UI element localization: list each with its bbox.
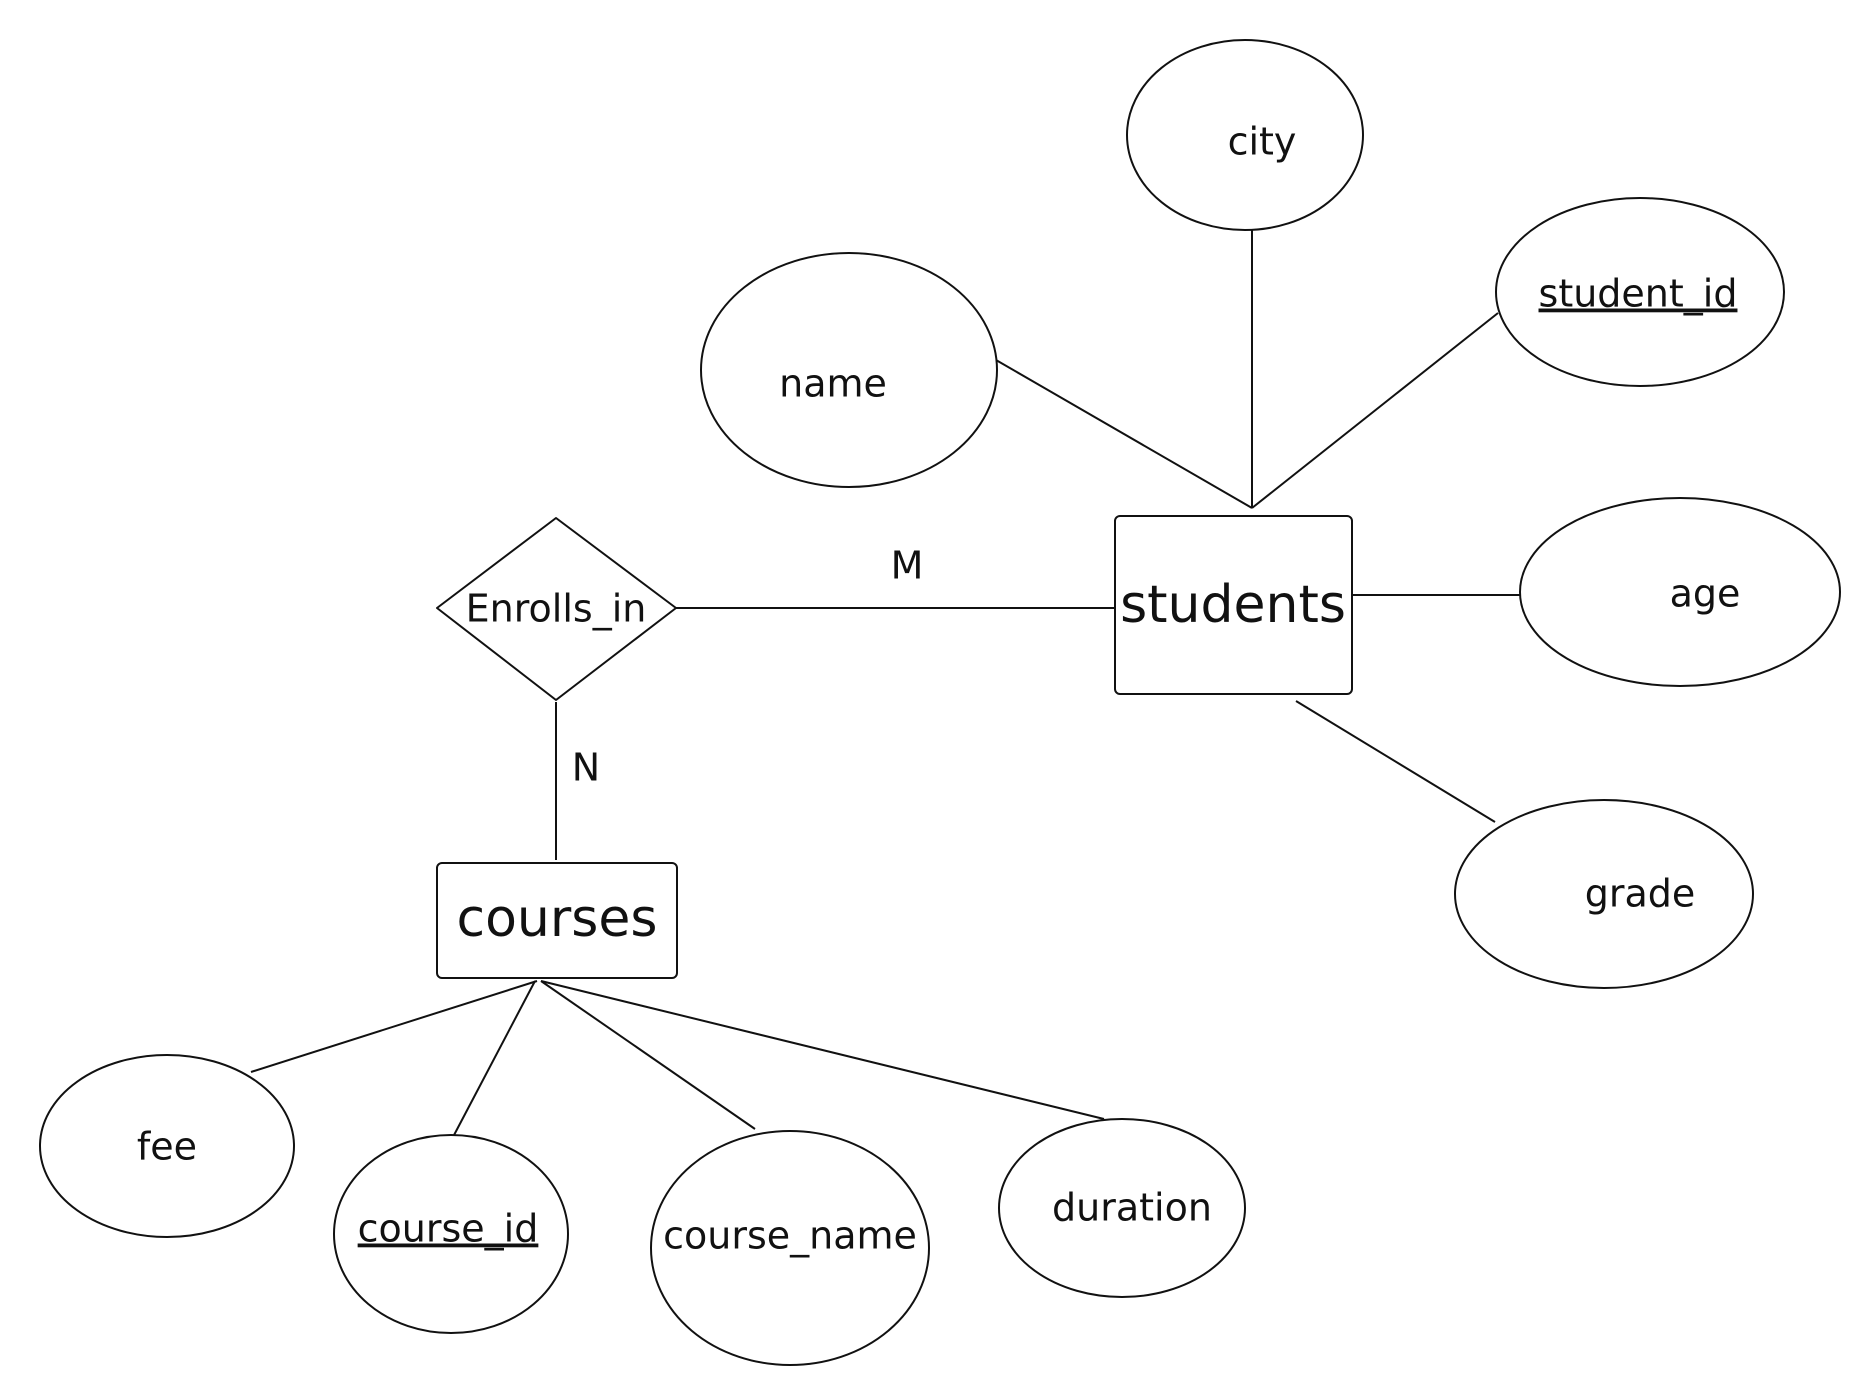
attribute-grade-label: grade — [1585, 872, 1696, 916]
attribute-course-name: course_name — [650, 1130, 930, 1366]
attribute-name-label: name — [779, 362, 887, 406]
entity-courses: courses — [436, 862, 678, 979]
attribute-city-label: city — [1228, 120, 1297, 164]
attribute-course-id-label: course_id — [358, 1207, 539, 1251]
attribute-age: age — [1519, 497, 1841, 687]
attribute-student-id: student_id — [1495, 197, 1785, 387]
relationship-enrolls-in: Enrolls_in — [436, 517, 677, 701]
attribute-duration-ellipse — [998, 1118, 1246, 1298]
attribute-fee-label: fee — [137, 1125, 197, 1169]
attribute-student-id-label: student_id — [1539, 272, 1738, 316]
attribute-duration: duration — [998, 1118, 1246, 1298]
cardinality-courses: N — [572, 746, 600, 790]
attribute-course-id-ellipse — [333, 1134, 569, 1334]
attribute-course-id: course_id — [333, 1134, 569, 1334]
attribute-age-label: age — [1670, 572, 1741, 616]
attribute-name-ellipse — [700, 252, 998, 488]
cardinality-students: M — [891, 544, 924, 588]
connector-fee-courses — [250, 980, 538, 1073]
connector-studentid-students — [1251, 312, 1499, 509]
entity-courses-box — [436, 862, 678, 979]
attribute-duration-label: duration — [1052, 1186, 1212, 1230]
attribute-city: city — [1126, 39, 1364, 231]
relationship-enrolls-in-diamond — [436, 517, 677, 701]
entity-students-label: students — [1120, 575, 1346, 635]
connector-duration-courses — [540, 980, 1105, 1120]
connector-name-students — [995, 359, 1253, 509]
attribute-fee: fee — [39, 1054, 295, 1238]
entity-students: students — [1114, 515, 1353, 695]
attribute-name: name — [700, 252, 998, 488]
connectors — [250, 230, 1530, 1138]
attribute-student-id-ellipse — [1495, 197, 1785, 387]
attribute-age-ellipse — [1519, 497, 1841, 687]
relationship-enrolls-in-label: Enrolls_in — [466, 587, 647, 631]
attribute-fee-ellipse — [39, 1054, 295, 1238]
connector-courseid-courses — [452, 980, 536, 1138]
entity-students-box — [1114, 515, 1353, 695]
connector-grade-students — [1295, 700, 1496, 823]
connector-coursename-courses — [540, 980, 756, 1130]
attribute-city-ellipse — [1126, 39, 1364, 231]
attribute-grade-ellipse — [1454, 799, 1754, 989]
attribute-grade: grade — [1454, 799, 1754, 989]
attribute-course-name-ellipse — [650, 1130, 930, 1366]
attribute-course-name-label: course_name — [663, 1214, 917, 1258]
entity-courses-label: courses — [457, 889, 658, 949]
